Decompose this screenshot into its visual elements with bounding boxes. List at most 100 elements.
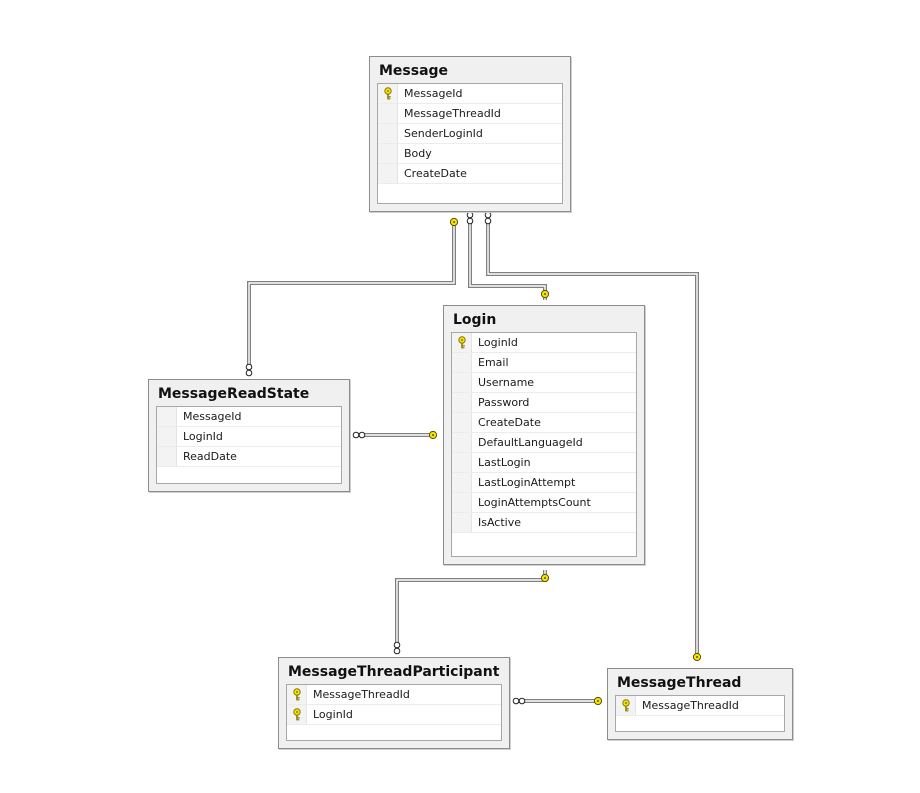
column-row-loginid[interactable]: LoginId (287, 705, 501, 725)
column-name: Password (478, 396, 530, 409)
row-selector[interactable] (378, 124, 398, 143)
row-selector[interactable] (452, 493, 472, 512)
row-selector[interactable] (452, 393, 472, 412)
column-row-messageid[interactable]: MessageId (157, 407, 341, 427)
row-selector[interactable] (378, 144, 398, 163)
column-row-isactive[interactable]: IsActive (452, 513, 636, 533)
one-end-key-icon (540, 289, 550, 299)
many-end-infinity-icon (512, 697, 526, 705)
column-name: SenderLoginId (404, 127, 483, 140)
row-selector[interactable] (452, 373, 472, 392)
column-name: CreateDate (478, 416, 541, 429)
column-name: LoginAttemptsCount (478, 496, 591, 509)
column-name: MessageId (183, 410, 242, 423)
primary-key-icon (384, 87, 392, 100)
column-list: MessageId LoginId ReadDate (156, 406, 342, 484)
column-row-messagethreadid[interactable]: MessageThreadId (287, 685, 501, 705)
column-row-createdate[interactable]: CreateDate (452, 413, 636, 433)
table-title[interactable]: MessageReadState (158, 386, 310, 402)
column-row-body[interactable]: Body (378, 144, 562, 164)
column-row-email[interactable]: Email (452, 353, 636, 373)
column-row-loginid[interactable]: LoginId (157, 427, 341, 447)
column-row-createdate[interactable]: CreateDate (378, 164, 562, 184)
row-selector[interactable] (452, 433, 472, 452)
table-messagethreadparticipant[interactable]: MessageThreadParticipant MessageThreadId… (278, 657, 510, 749)
relationship-login-messagethreadparticipant[interactable] (395, 570, 547, 650)
row-selector[interactable] (157, 407, 177, 426)
many-end-infinity-icon (245, 363, 253, 377)
column-name: CreateDate (404, 167, 467, 180)
row-selector[interactable] (378, 84, 398, 103)
primary-key-icon (458, 336, 466, 349)
row-selector[interactable] (616, 696, 636, 715)
primary-key-icon (293, 708, 301, 721)
column-row-loginattemptscount[interactable]: LoginAttemptsCount (452, 493, 636, 513)
column-row-defaultlanguageid[interactable]: DefaultLanguageId (452, 433, 636, 453)
row-selector[interactable] (452, 453, 472, 472)
column-name: Username (478, 376, 535, 389)
one-end-key-icon (449, 217, 459, 227)
column-list: MessageThreadId LoginId (286, 684, 502, 741)
row-selector[interactable] (452, 473, 472, 492)
table-title[interactable]: Message (379, 63, 449, 79)
column-name: MessageThreadId (313, 688, 410, 701)
column-name: MessageThreadId (642, 699, 739, 712)
column-row-lastloginattempt[interactable]: LastLoginAttempt (452, 473, 636, 493)
column-name: DefaultLanguageId (478, 436, 583, 449)
column-row-readdate[interactable]: ReadDate (157, 447, 341, 467)
column-row-lastlogin[interactable]: LastLogin (452, 453, 636, 473)
row-selector[interactable] (157, 427, 177, 446)
row-selector[interactable] (157, 447, 177, 466)
one-end-key-icon (593, 696, 603, 706)
relationship-messagethread-message[interactable] (486, 220, 699, 660)
column-row-messagethreadid[interactable]: MessageThreadId (616, 696, 784, 716)
row-selector[interactable] (452, 413, 472, 432)
one-end-key-icon (540, 573, 550, 583)
row-selector[interactable] (287, 685, 307, 704)
column-row-senderloginid[interactable]: SenderLoginId (378, 124, 562, 144)
many-end-infinity-icon (484, 211, 492, 225)
column-name: LastLoginAttempt (478, 476, 576, 489)
table-messagethread[interactable]: MessageThread MessageThreadId (607, 668, 793, 740)
column-name: ReadDate (183, 450, 237, 463)
row-selector[interactable] (452, 333, 472, 352)
table-title[interactable]: Login (453, 312, 497, 328)
column-name: MessageThreadId (404, 107, 501, 120)
row-selector[interactable] (287, 705, 307, 724)
primary-key-icon (293, 688, 301, 701)
table-login[interactable]: Login LoginId Email Username Password Cr… (443, 305, 645, 565)
column-row-password[interactable]: Password (452, 393, 636, 413)
column-list: LoginId Email Username Password CreateDa… (451, 332, 637, 557)
column-name: IsActive (478, 516, 522, 529)
column-name: MessageId (404, 87, 463, 100)
column-list: MessageId MessageThreadId SenderLoginId … (377, 83, 563, 204)
column-list: MessageThreadId (615, 695, 785, 732)
one-end-key-icon (692, 652, 702, 662)
column-name: LoginId (478, 336, 518, 349)
row-selector[interactable] (452, 353, 472, 372)
column-row-username[interactable]: Username (452, 373, 636, 393)
many-end-infinity-icon (466, 211, 474, 225)
table-messagereadstate[interactable]: MessageReadState MessageId LoginId ReadD… (148, 379, 350, 492)
column-row-messagethreadid[interactable]: MessageThreadId (378, 104, 562, 124)
one-end-key-icon (428, 430, 438, 440)
table-title[interactable]: MessageThreadParticipant (288, 664, 500, 680)
column-row-loginid[interactable]: LoginId (452, 333, 636, 353)
relationship-login-message[interactable] (468, 220, 547, 300)
many-end-infinity-icon (393, 641, 401, 655)
primary-key-icon (622, 699, 630, 712)
column-name: Email (478, 356, 509, 369)
table-title[interactable]: MessageThread (617, 675, 742, 691)
column-row-messageid[interactable]: MessageId (378, 84, 562, 104)
table-message[interactable]: Message MessageId MessageThreadId Sender… (369, 56, 571, 212)
column-name: LoginId (313, 708, 353, 721)
row-selector[interactable] (452, 513, 472, 532)
row-selector[interactable] (378, 164, 398, 183)
relationship-message-messagereadstate[interactable] (247, 220, 456, 370)
column-name: LoginId (183, 430, 223, 443)
row-selector[interactable] (378, 104, 398, 123)
column-name: Body (404, 147, 432, 160)
many-end-infinity-icon (352, 431, 366, 439)
